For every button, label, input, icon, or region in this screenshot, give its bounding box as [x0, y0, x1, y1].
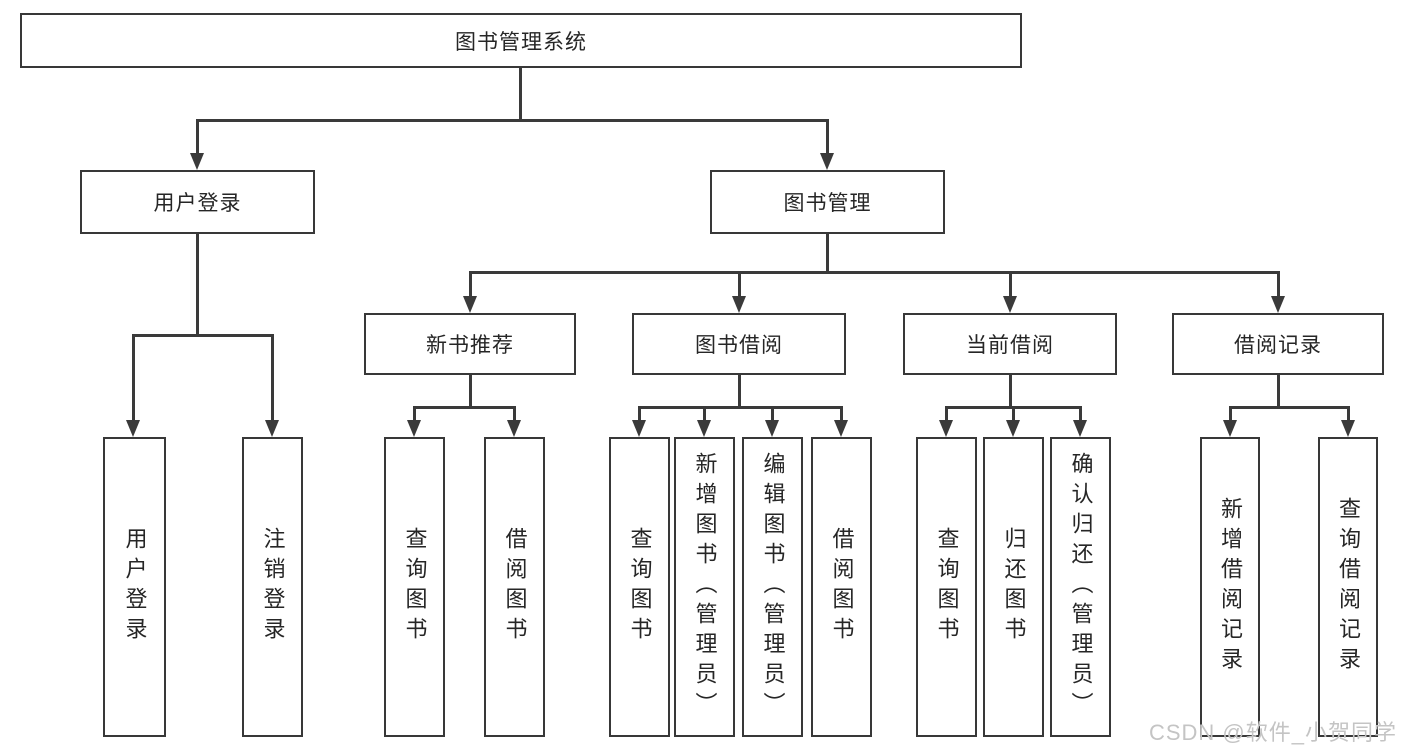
connector-new-book-stem — [469, 375, 472, 408]
arrowhead-user-login — [190, 153, 204, 170]
arrowhead-new-book — [463, 296, 477, 313]
node-confirm-return-admin: 确认归还（管理员） — [1050, 437, 1111, 737]
connector-drop-leaf — [840, 406, 843, 422]
connector-drop-leaf — [1229, 406, 1232, 422]
node-borrow-records-label: 借阅记录 — [1234, 334, 1322, 357]
connector-book-management-stem — [826, 233, 829, 273]
csdn-watermark: CSDN @软件_小贺同学 — [1148, 720, 1397, 745]
node-query-books-recommend: 查询图书 — [384, 437, 445, 737]
connector-drop-leaf — [771, 406, 774, 422]
node-query-books-current: 查询图书 — [916, 437, 977, 737]
arrowhead-book-borrow — [732, 296, 746, 313]
connector-drop-leaf — [413, 406, 416, 422]
node-book-management-label: 图书管理 — [783, 192, 872, 215]
connector-new-book-hline — [413, 406, 515, 409]
node-current-borrow-label: 当前借阅 — [966, 334, 1054, 357]
arrowhead-leaf — [1006, 420, 1020, 437]
node-user-login: 用户登录 — [80, 170, 315, 234]
arrowhead-leaf — [697, 420, 711, 437]
arrowhead-leaf — [939, 420, 953, 437]
node-borrow-books-leaf-label: 借阅图书 — [829, 527, 855, 647]
arrowhead-book-management — [820, 153, 834, 170]
node-borrow-records: 借阅记录 — [1172, 313, 1384, 375]
connector-borrow-records-stem — [1277, 375, 1280, 408]
node-user-login-leaf: 用户登录 — [103, 437, 166, 737]
node-query-borrow-record: 查询借阅记录 — [1318, 437, 1378, 737]
node-add-borrow-record: 新增借阅记录 — [1200, 437, 1260, 737]
connector-book-borrow-stem — [738, 375, 741, 408]
node-return-book: 归还图书 — [983, 437, 1044, 737]
connector-root-stem — [519, 67, 522, 120]
node-book-borrow: 图书借阅 — [632, 313, 846, 375]
node-current-borrow: 当前借阅 — [903, 313, 1117, 375]
arrowhead-leaf — [507, 420, 521, 437]
node-root: 图书管理系统 — [20, 13, 1022, 68]
arrowhead-leaf — [1341, 420, 1355, 437]
node-borrow-books-recommend-label: 借阅图书 — [502, 527, 528, 647]
connector-drop-new-book — [469, 271, 472, 298]
node-return-book-label: 归还图书 — [1001, 527, 1027, 647]
connector-drop-leaf — [638, 406, 641, 422]
node-book-borrow-label: 图书借阅 — [695, 334, 783, 357]
arrowhead-borrow-records — [1271, 296, 1285, 313]
node-new-book-recommend-label: 新书推荐 — [426, 334, 514, 357]
node-query-books-borrow: 查询图书 — [609, 437, 670, 737]
arrowhead-leaf — [1073, 420, 1087, 437]
connector-drop-leaf — [1079, 406, 1082, 422]
connector-book-borrow-hline — [638, 406, 842, 409]
node-root-label: 图书管理系统 — [455, 30, 587, 54]
node-query-books-borrow-label: 查询图书 — [627, 527, 653, 647]
connector-user-login-hline — [132, 334, 273, 337]
node-edit-book-admin: 编辑图书（管理员） — [742, 437, 803, 737]
connector-drop-leaf — [945, 406, 948, 422]
node-add-book-admin: 新增图书（管理员） — [674, 437, 735, 737]
connector-drop-leaf — [513, 406, 516, 422]
node-query-books-current-label: 查询图书 — [934, 527, 960, 647]
node-query-books-recommend-label: 查询图书 — [402, 527, 428, 647]
node-user-login-label: 用户登录 — [153, 192, 242, 215]
arrowhead-leaf — [1223, 420, 1237, 437]
connector-drop-leaf — [1012, 406, 1015, 422]
node-logout-leaf-label: 注销登录 — [260, 527, 286, 647]
connector-current-borrow-stem — [1009, 375, 1012, 408]
arrowhead-login-leaf — [126, 420, 140, 437]
arrowhead-leaf — [407, 420, 421, 437]
connector-drop-logout-leaf — [271, 334, 274, 421]
node-edit-book-admin-label: 编辑图书（管理员） — [760, 452, 786, 722]
connector-level1-hline — [196, 119, 829, 122]
connector-drop-book-management — [826, 119, 829, 155]
connector-user-login-stem — [196, 233, 199, 336]
node-logout-leaf: 注销登录 — [242, 437, 303, 737]
node-query-borrow-record-label: 查询借阅记录 — [1336, 497, 1361, 677]
node-new-book-recommend: 新书推荐 — [364, 313, 576, 375]
node-add-book-admin-label: 新增图书（管理员） — [692, 452, 718, 722]
arrowhead-logout-leaf — [265, 420, 279, 437]
connector-borrow-records-hline — [1229, 406, 1349, 409]
node-add-borrow-record-label: 新增借阅记录 — [1218, 497, 1243, 677]
connector-drop-leaf — [703, 406, 706, 422]
arrowhead-current-borrow — [1003, 296, 1017, 313]
node-book-management: 图书管理 — [710, 170, 945, 234]
node-confirm-return-admin-label: 确认归还（管理员） — [1068, 452, 1094, 722]
node-user-login-leaf-label: 用户登录 — [122, 527, 148, 647]
arrowhead-leaf — [632, 420, 646, 437]
connector-drop-login-leaf — [132, 334, 135, 421]
arrowhead-leaf — [765, 420, 779, 437]
connector-drop-current-borrow — [1009, 271, 1012, 298]
node-borrow-books-recommend: 借阅图书 — [484, 437, 545, 737]
connector-drop-book-borrow — [738, 271, 741, 298]
connector-drop-user-login — [196, 119, 199, 155]
connector-drop-borrow-records — [1277, 271, 1280, 298]
connector-level3-hline — [469, 271, 1279, 274]
arrowhead-leaf — [834, 420, 848, 437]
node-borrow-books-leaf: 借阅图书 — [811, 437, 872, 737]
connector-drop-leaf — [1347, 406, 1350, 422]
